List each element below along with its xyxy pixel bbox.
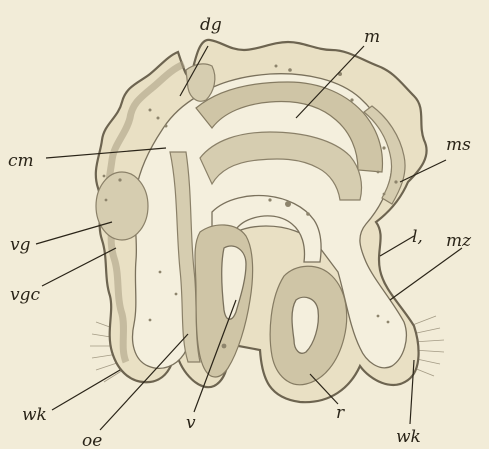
label-wk-right: wk	[396, 427, 421, 447]
label-m: m	[364, 27, 380, 47]
pointer-wk-left	[52, 370, 120, 410]
label-l: l,	[412, 227, 423, 247]
label-v: v	[186, 413, 196, 433]
label-vg: vg	[10, 235, 31, 255]
velar-ganglion	[96, 172, 148, 240]
label-r: r	[336, 403, 345, 423]
label-wk-left: wk	[22, 405, 47, 425]
label-mz: mz	[446, 231, 472, 251]
label-oe: oe	[82, 431, 102, 449]
label-cm: cm	[8, 151, 34, 171]
pointer-l	[380, 236, 414, 256]
label-vgc: vgc	[10, 285, 40, 305]
pointer-mz	[390, 248, 462, 300]
label-dg: dg	[200, 15, 222, 35]
label-ms: ms	[446, 135, 471, 155]
